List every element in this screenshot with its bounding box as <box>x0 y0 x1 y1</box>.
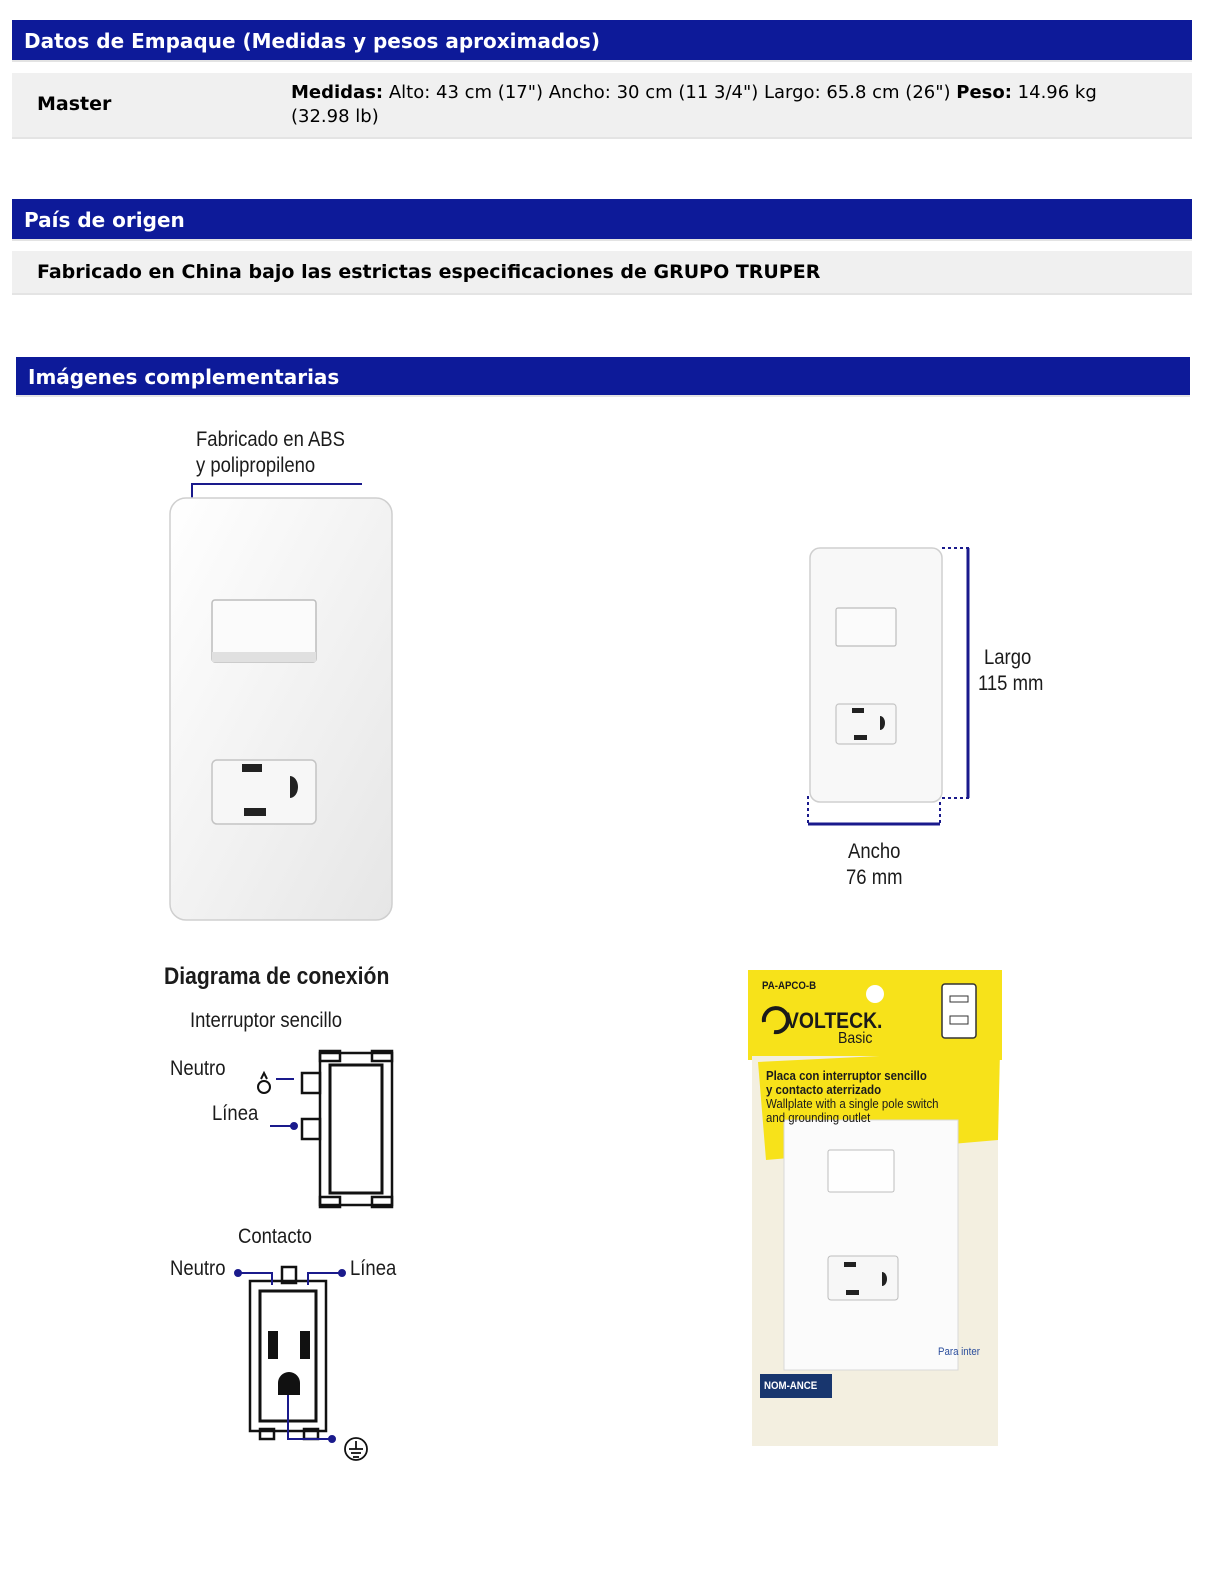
images-section-title: Imágenes complementarias <box>16 357 1190 397</box>
packaging-row-label: Master <box>37 93 112 115</box>
connection-diagram-figure: Diagrama de conexión Interruptor sencill… <box>160 955 420 1475</box>
packaging-section-title: Datos de Empaque (Medidas y pesos aproxi… <box>12 20 1192 62</box>
package-nom: NOM-ANCE <box>764 1380 818 1392</box>
package-desc4: and grounding outlet <box>766 1110 871 1125</box>
material-line2: y polipropileno <box>196 454 316 477</box>
largo-label: Largo <box>984 646 1032 669</box>
package-desc1: Placa con interruptor sencillo <box>766 1068 927 1083</box>
package-sub: Basic <box>838 1030 873 1047</box>
largo-value: 115 mm <box>978 672 1044 695</box>
wallplate-large-illustration <box>169 483 393 921</box>
package-desc3: Wallplate with a single pole switch <box>766 1096 939 1111</box>
package-figure: PA-APCO-B VOLTECK. Basic Placa con inter… <box>748 970 1004 1448</box>
medidas-label: Medidas: <box>291 82 384 103</box>
wallplate-material-figure: Fabricado en ABS y polipropileno <box>150 420 450 930</box>
diagram-title: Diagrama de conexión <box>164 963 390 990</box>
package-illustration <box>748 970 1002 1446</box>
medidas-value: Alto: 43 cm (17") Ancho: 30 cm (11 3/4")… <box>383 82 957 103</box>
peso-label: Peso: <box>956 82 1012 103</box>
wallplate-small-illustration <box>807 547 970 826</box>
package-desc2: y contacto aterrizado <box>766 1082 882 1097</box>
package-code: PA-APCO-B <box>762 980 817 992</box>
contact-title: Contacto <box>238 1225 312 1248</box>
wallplate-dimensions-figure: Largo 115 mm Ancho 76 mm <box>800 540 1060 900</box>
origin-text: Fabricado en China bajo las estrictas es… <box>37 261 821 283</box>
origin-row: Fabricado en China bajo las estrictas es… <box>12 251 1192 295</box>
switch-title: Interruptor sencillo <box>190 1009 343 1032</box>
wiring-diagram-drawing <box>234 1049 394 1461</box>
packaging-row-value: Medidas: Alto: 43 cm (17") Ancho: 30 cm … <box>291 81 1171 129</box>
ancho-value: 76 mm <box>846 866 903 889</box>
switch-linea-label: Línea <box>212 1102 259 1125</box>
peso-value: 14.96 kg <box>1011 82 1097 103</box>
package-brand: VOLTECK. <box>786 1008 883 1033</box>
contact-linea-label: Línea <box>350 1257 397 1280</box>
packaging-row: Master Medidas: Alto: 43 cm (17") Ancho:… <box>12 73 1192 139</box>
switch-neutro-label: Neutro <box>170 1057 226 1080</box>
package-side: Para inter <box>938 1346 980 1358</box>
contact-neutro-label: Neutro <box>170 1257 226 1280</box>
ancho-label: Ancho <box>848 840 901 863</box>
peso-value-lb: (32.98 lb) <box>291 106 379 127</box>
material-line1: Fabricado en ABS <box>196 428 345 451</box>
origin-section-title: País de origen <box>12 199 1192 241</box>
